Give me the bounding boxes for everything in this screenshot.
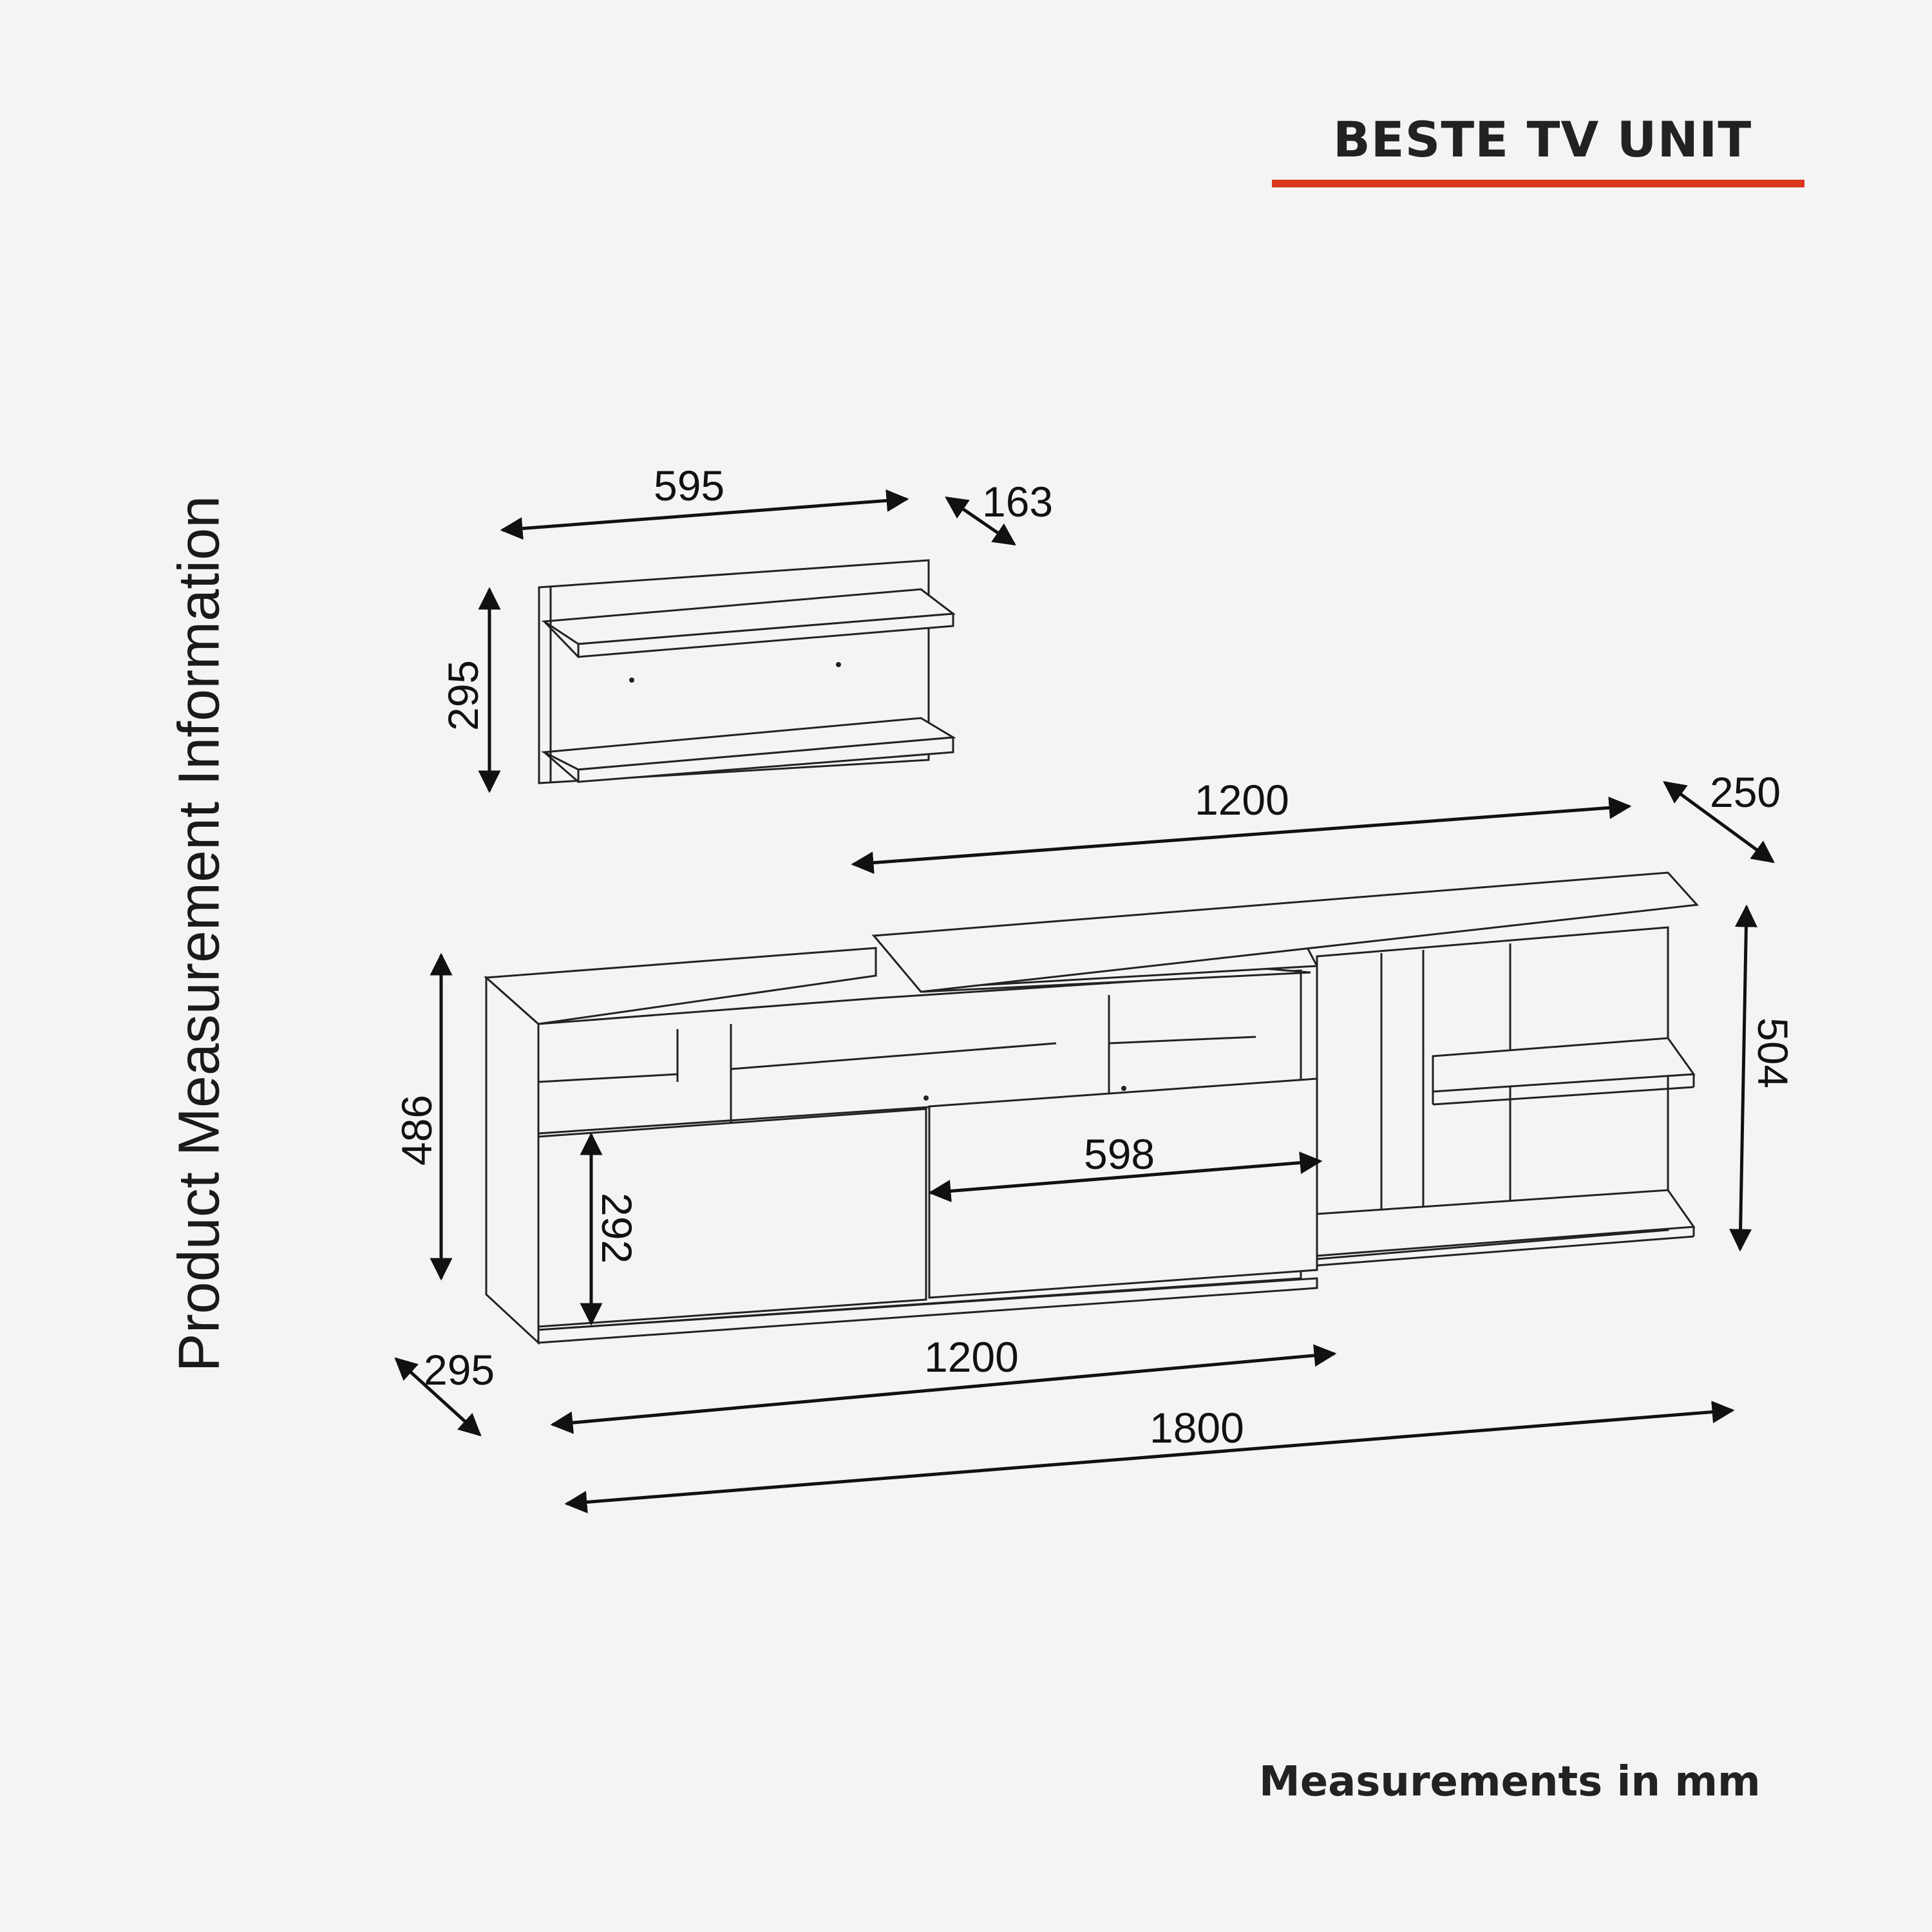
top-depth-arrow xyxy=(1663,781,1775,864)
shelf-depth-label: 163 xyxy=(982,478,1053,526)
left-module-top xyxy=(484,947,877,1025)
right-module-shelf-edge xyxy=(1432,1086,1694,1106)
total-width-label: 1800 xyxy=(1150,1404,1244,1452)
door-knob xyxy=(1121,1086,1126,1091)
top-depth-label: 250 xyxy=(1710,768,1781,816)
dimension-annotations: 595 163 295 1200 250 504 486 292 598 295… xyxy=(393,462,1797,1513)
wall-shelf-screw xyxy=(836,662,841,667)
drawer-width-arrow xyxy=(928,1151,1323,1202)
left-module-plinth xyxy=(537,1277,1318,1344)
total-width-arrow xyxy=(564,1401,1735,1513)
compartment-shelf xyxy=(730,1042,1057,1070)
shelf-height-label: 295 xyxy=(439,660,487,731)
top-width-label: 1200 xyxy=(1195,776,1289,824)
bottom-width-label: 1200 xyxy=(924,1333,1019,1381)
drawer-width-label: 598 xyxy=(1084,1130,1155,1178)
wall-shelf-drawing xyxy=(538,559,956,784)
title-underline xyxy=(1272,180,1804,187)
shelf-width-label: 595 xyxy=(654,462,724,509)
door-height-label: 292 xyxy=(593,1193,641,1264)
wall-shelf-lower-front xyxy=(577,736,954,783)
product-title: BESTE TV UNIT xyxy=(1332,111,1752,168)
left-module-side xyxy=(485,975,540,1345)
shelf-depth-arrow xyxy=(945,496,1016,546)
compartment-shelf xyxy=(538,1073,678,1083)
right-module-shelf-edge xyxy=(1316,1235,1694,1267)
bottom-depth-arrow xyxy=(394,1357,482,1437)
door-knob xyxy=(923,1095,929,1101)
right-height-arrow xyxy=(1729,904,1757,1252)
wall-shelf-upper-front xyxy=(577,612,954,658)
left-door xyxy=(537,1108,927,1328)
shelf-width-arrow xyxy=(500,489,909,540)
right-height-label: 504 xyxy=(1749,1018,1797,1088)
wall-shelf-screw xyxy=(629,677,634,683)
tv-unit-drawing xyxy=(484,871,1700,1345)
right-module-top xyxy=(871,871,1700,993)
top-width-arrow xyxy=(851,796,1632,875)
units-footnote: Measurements in mm xyxy=(1259,1758,1761,1806)
compartment-shelf xyxy=(1108,1036,1256,1045)
left-height-label: 486 xyxy=(393,1095,440,1166)
bottom-depth-label: 295 xyxy=(424,1346,495,1394)
